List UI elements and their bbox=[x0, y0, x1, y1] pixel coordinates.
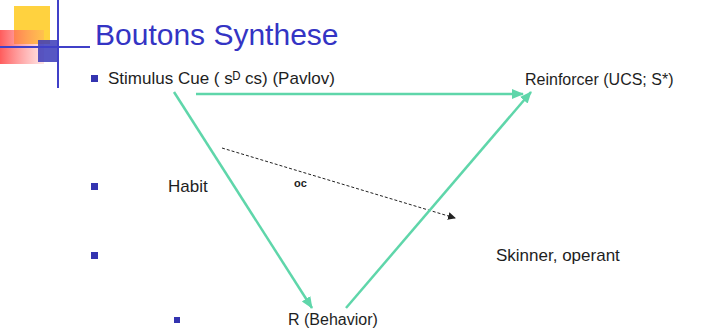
blue-square bbox=[38, 40, 58, 62]
bullet bbox=[91, 252, 98, 259]
bullet bbox=[174, 317, 180, 323]
blue-rule-vertical bbox=[57, 0, 59, 88]
dashed-arrow bbox=[222, 148, 455, 218]
teal-arrow bbox=[346, 92, 531, 308]
operant-label: Skinner, operant bbox=[496, 246, 620, 266]
node-text: Reinforcer (UCS; S*) bbox=[525, 71, 673, 89]
slide-title: Boutons Synthese bbox=[95, 18, 339, 52]
teal-arrow bbox=[196, 93, 523, 96]
reinforcer-node: Reinforcer (UCS; S*) bbox=[521, 68, 677, 92]
node-text: R (Behavior) bbox=[288, 311, 378, 329]
bullet bbox=[91, 75, 98, 82]
teal-arrow bbox=[174, 92, 312, 308]
bullet bbox=[91, 183, 98, 190]
blue-rule-horizontal bbox=[0, 46, 90, 48]
node-text: Stimulus Cue ( sᴰ cs) (Pavlov) bbox=[108, 69, 335, 89]
cue-node: Stimulus Cue ( sᴰ cs) (Pavlov) bbox=[104, 66, 339, 92]
behavior-node: R (Behavior) bbox=[284, 308, 382, 329]
habit-label: Habit bbox=[168, 177, 208, 197]
oc-label: oc bbox=[294, 177, 307, 189]
